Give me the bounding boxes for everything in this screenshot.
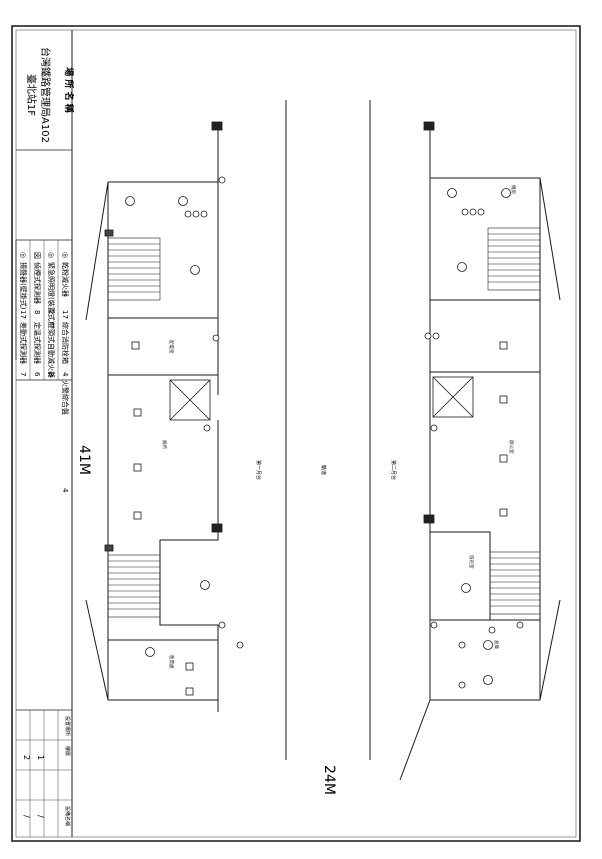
title-strip [15,30,73,837]
legend-code3-2: 6 [33,372,41,377]
outer-frame [11,25,581,842]
legend-code3-0: 4 [61,372,69,377]
lower-stair-1 [487,227,541,291]
rev-cell-2: 2 [22,755,31,760]
upper-devices [104,121,244,696]
legend-code2-1: 2 [47,310,55,314]
legend-item2-1: 雙頭式自動滅火器 [47,322,56,378]
legend-item3-0: 火警綜合盤 [61,380,70,415]
title-line2: 臺北站1F [25,74,38,116]
legend-item-1: 緊急照明燈(裝置式) [47,262,56,324]
title-heading: 場 所 名 稱 [63,67,75,112]
legend-symbol-0: ◎ [61,252,69,258]
rev-cell-4: / [22,815,31,818]
legend-item2-0: 綜合消防栓箱 [61,322,70,364]
lower-elevator [432,376,474,418]
legend-code3-3: 7 [19,372,27,376]
platform-label-2: 第二月台 [390,460,397,480]
room-label-0: 配電室 [168,340,175,354]
room-label-5: 值班室 [468,555,475,569]
inner-frame [15,29,577,838]
legend-item2-3: 差動式探測器 [19,322,28,364]
upper-length-label: 41M [76,445,92,475]
legend-code2-3: 17 [19,310,27,319]
legend-item2-2: 定溫式探測器 [33,322,42,364]
platform-label-1: 軌道 [320,465,327,475]
rev-header-1: 樓層 [64,746,71,756]
platform-label-0: 第一月台 [255,460,262,480]
legend-code2-0b: 17 [61,310,69,319]
rev-cell-1: 1 [36,755,45,760]
legend-extra-code: 4 [61,488,69,493]
room-label-2: 售票處 [168,655,175,669]
lower-length-label: 24M [321,765,337,795]
legend-symbol-1: ◎ [47,252,55,258]
lower-plan [399,130,561,781]
room-label-4: 辦公室 [508,440,515,454]
title-line1: 台灣鐵路管理局A102 [39,47,52,143]
upper-stair-2 [107,554,161,618]
legend-item-3: 揚聲器(壁掛式) [19,262,28,310]
legend-symbol-3: ◎ [19,252,27,258]
room-label-1: 廁所 [161,440,168,449]
lower-stair-2 [489,551,541,615]
rev-header-2: 設備名稱 [64,806,71,826]
lower-devices [423,121,524,689]
rev-header-0: 設置場所 [64,716,71,736]
room-label-3: 機房 [510,185,517,194]
legend-code2-2: 8 [33,310,41,314]
upper-stair-1 [107,237,161,301]
rev-cell-3: / [36,815,45,818]
upper-elevator [169,379,211,421]
legend-item-0: 乾粉滅火器 [61,262,70,297]
room-label-6: 倉庫 [493,640,500,649]
legend-item-2: 偵煙式探測器 [33,262,42,304]
legend-code3-1: 2 [47,372,55,376]
legend-symbol-2: 図 [33,252,41,259]
